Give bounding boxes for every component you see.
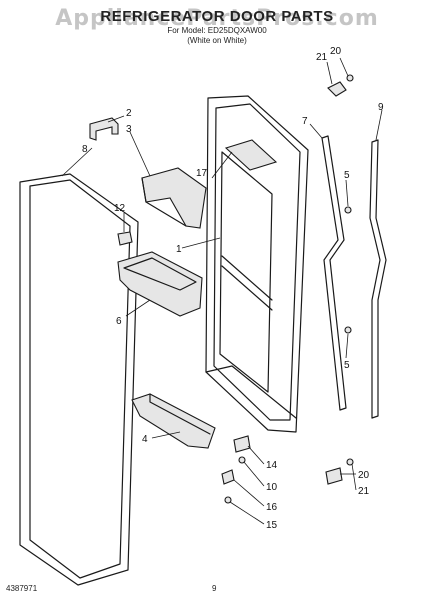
page-number: 9 [212,584,217,593]
part-15-screw [224,496,232,504]
callout-6: 6 [116,316,122,327]
callout-4: 4 [142,434,148,445]
callout-10: 10 [266,482,278,493]
part-6-door-bin [117,251,203,317]
page-title: REFRIGERATOR DOOR PARTS [100,8,334,25]
callout-20-top: 20 [330,46,342,57]
part-12-clip [117,231,133,246]
callout-9: 9 [378,102,384,113]
document-code: 4387971 [6,584,38,593]
callout-12: 12 [114,203,126,214]
part-3-upper-bin [141,167,207,229]
callout-3: 3 [126,124,132,135]
part-4-lower-bin [131,393,216,449]
callout-17: 17 [196,168,208,179]
part-8-door-gasket [19,173,139,586]
leader-lines [61,57,383,525]
part-14-bottom-hinge [233,435,251,453]
part-5-screws [344,206,352,334]
callout-20-bottom: 20 [358,470,370,481]
color-line: (White on White) [187,36,247,45]
part-1-door-assembly [205,95,309,433]
part-2-bracket [89,117,119,141]
callout-21-top: 21 [316,52,328,63]
part-9-trim-strip [369,139,387,419]
part-16-hinge-pin [221,469,235,485]
callout-2: 2 [126,108,132,119]
callout-5-lower: 5 [344,360,350,371]
part-20-21-top-hinge [327,74,354,97]
callout-21-bottom: 21 [358,486,370,497]
callout-15: 15 [266,520,278,531]
part-20-21-bottom-hinge [325,458,354,485]
model-line: For Model: ED25DQXAW00 [167,26,267,35]
callout-14: 14 [266,460,278,471]
callout-16: 16 [266,502,278,513]
watermark: AppliancePartsPros.com [55,6,379,31]
callout-8: 8 [82,144,88,155]
part-7-hinge-strip [321,135,347,411]
callout-5-upper: 5 [344,170,350,181]
part-10-washer [238,456,246,464]
callout-7: 7 [302,116,308,127]
callout-1: 1 [176,244,182,255]
